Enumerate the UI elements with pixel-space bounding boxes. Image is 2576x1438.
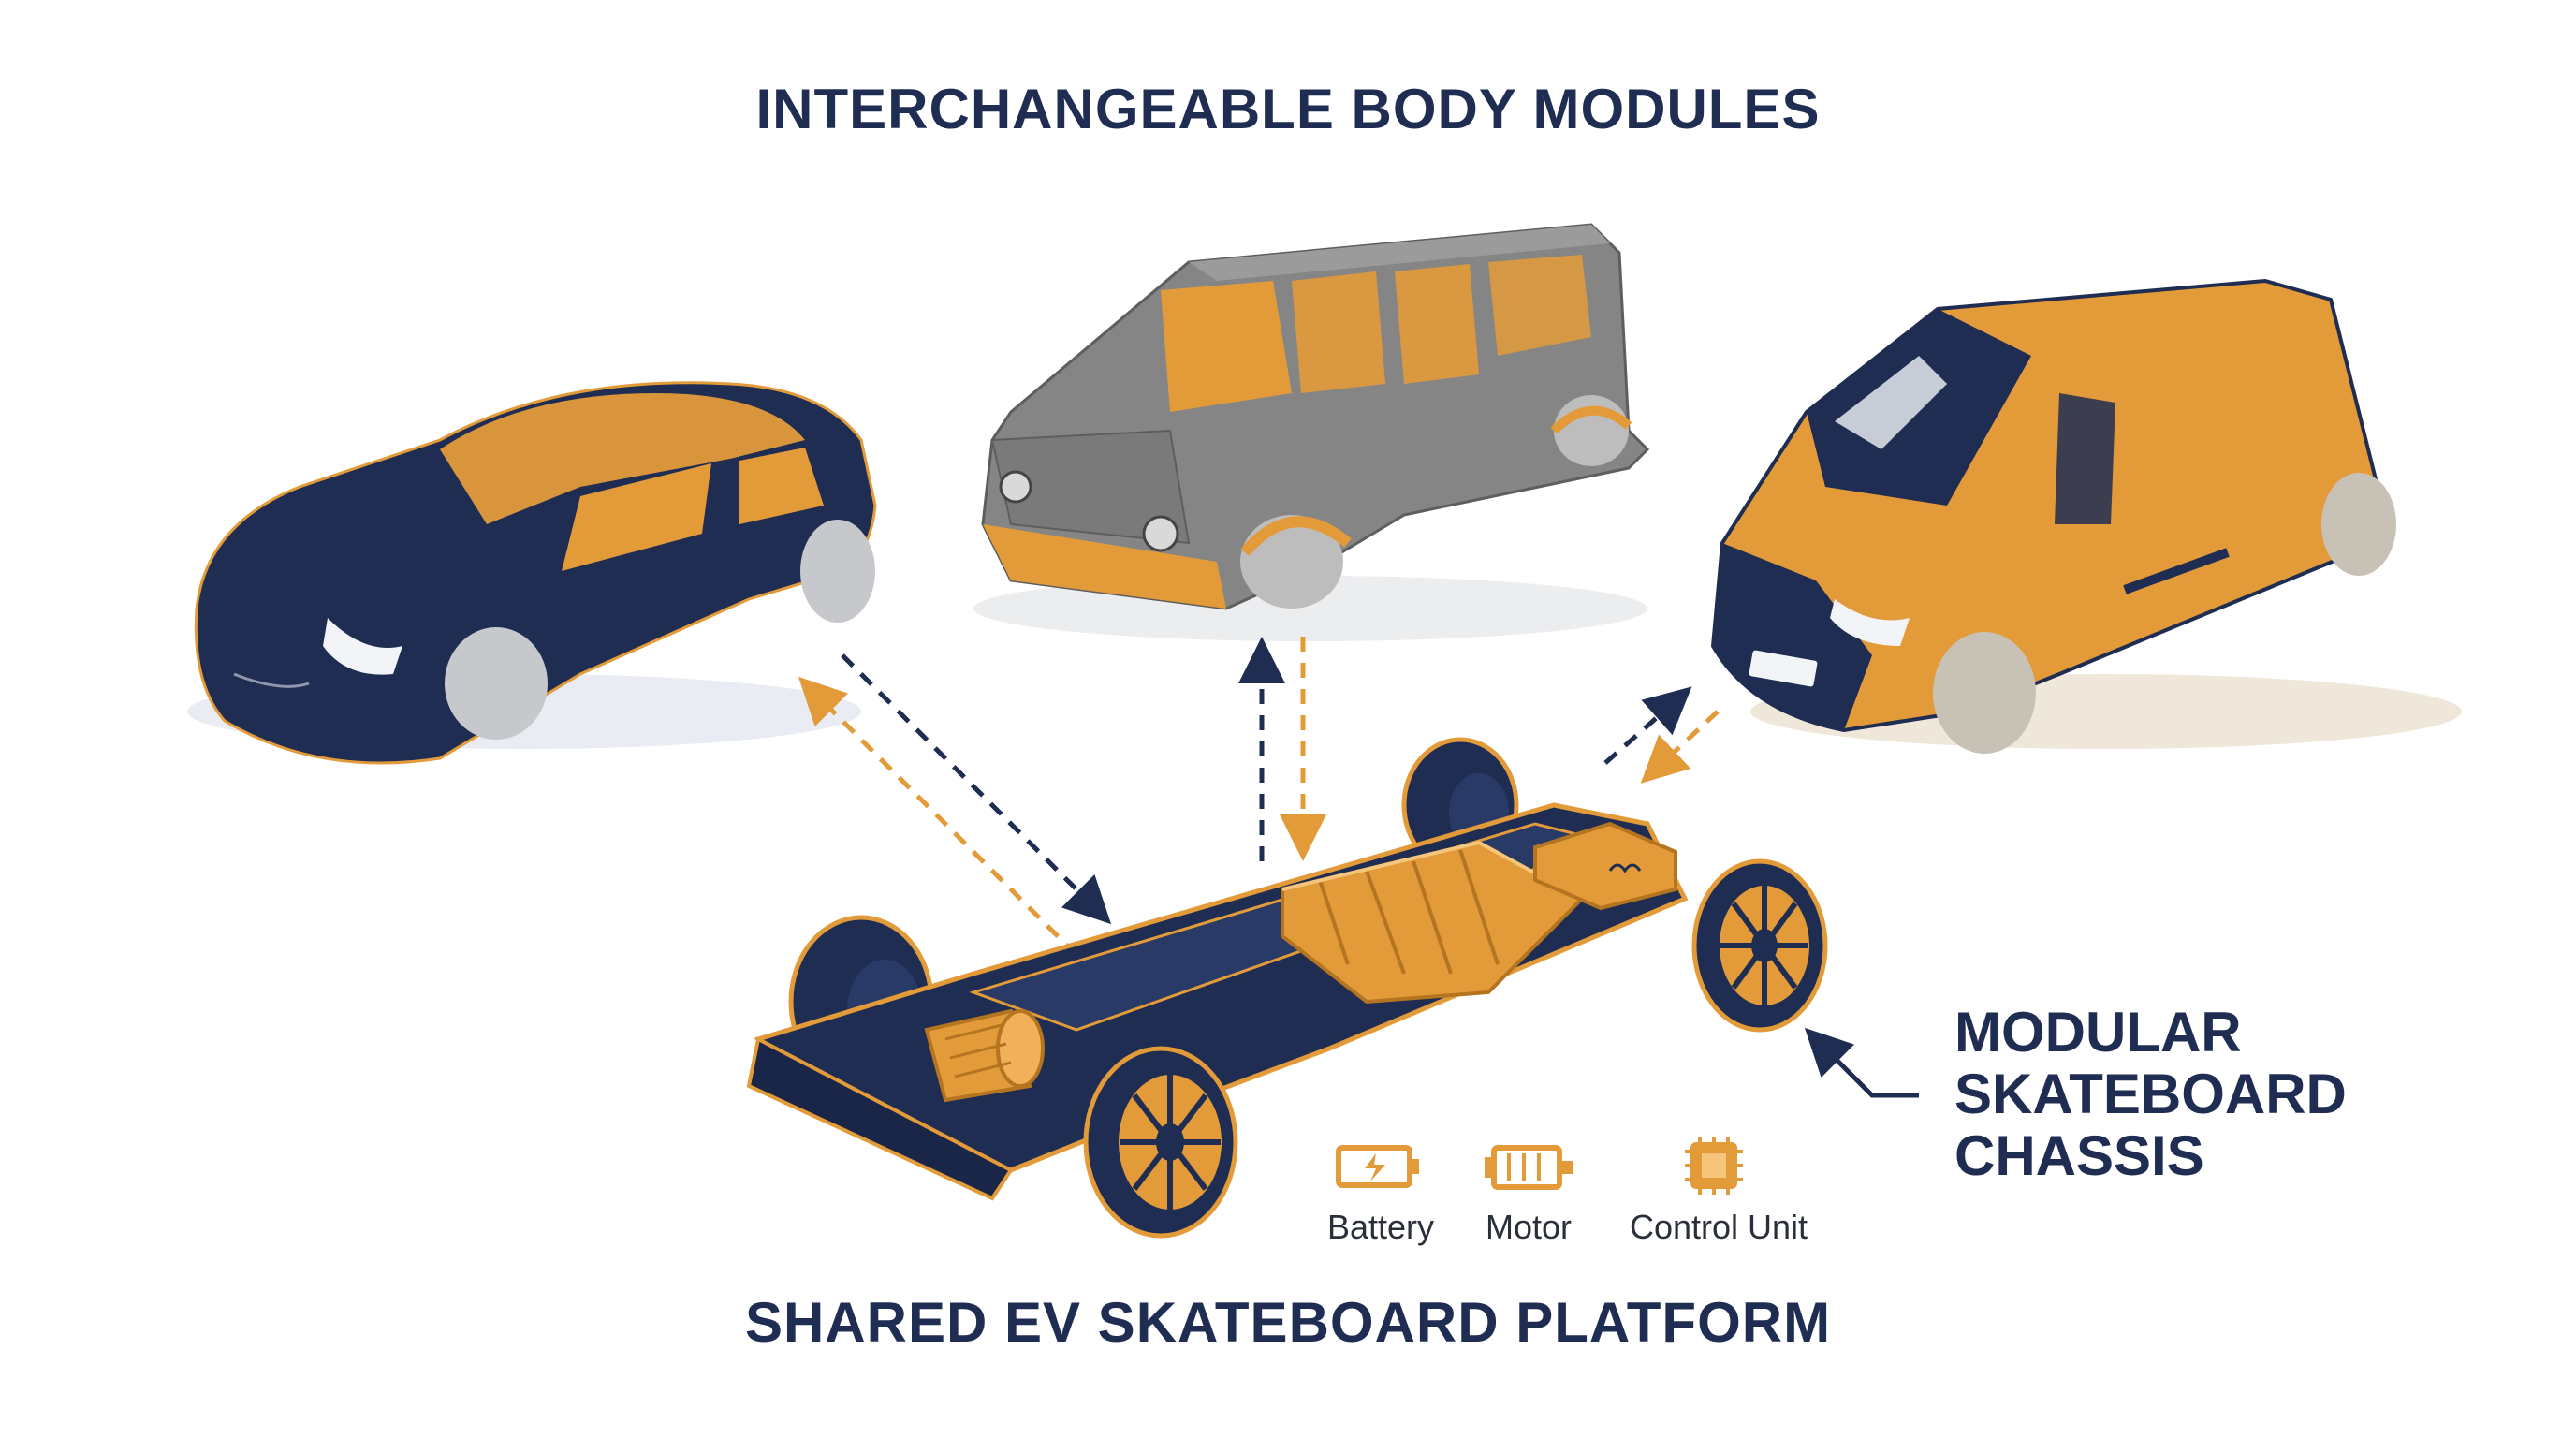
- motor-unit: [924, 1008, 1045, 1103]
- control-unit-box: [1533, 821, 1677, 911]
- arrow-sedan-to-chassis: [841, 653, 1112, 925]
- chassis-label-line: SKATEBOARD: [1954, 1063, 2347, 1125]
- swap-arrows: [798, 637, 1720, 957]
- sedan-body-module: [187, 381, 877, 765]
- legend-control-unit-label: Control Unit: [1629, 1208, 1808, 1246]
- chassis-wheel: [1083, 1046, 1238, 1239]
- motor-icon: [1485, 1145, 1573, 1190]
- legend-battery-label: Battery: [1326, 1208, 1435, 1246]
- top-title: INTERCHANGEABLE BODY MODULES: [755, 78, 1821, 140]
- chassis-pointer-arrow: [1804, 1027, 1919, 1098]
- control-unit-icon: [1685, 1137, 1743, 1195]
- skateboard-chassis: [746, 737, 1828, 1239]
- chassis-label: MODULAR SKATEBOARD CHASSIS: [1954, 1002, 2347, 1187]
- arrow-van-to-chassis: [1640, 710, 1720, 784]
- chassis-label-line: MODULAR: [1954, 1001, 2242, 1064]
- van-body-module: [1710, 278, 2462, 754]
- battery-icon: [1336, 1145, 1419, 1188]
- chassis-wheel: [1691, 858, 1828, 1033]
- bottom-title: SHARED EV SKATEBOARD PLATFORM: [744, 1291, 1832, 1354]
- arrow-chassis-to-sedan: [798, 676, 1078, 957]
- chassis-label-line: CHASSIS: [1954, 1124, 2204, 1187]
- suv-body-module: [973, 223, 1650, 641]
- legend-motor-label: Motor: [1485, 1208, 1573, 1246]
- arrow-chassis-to-van: [1603, 686, 1692, 765]
